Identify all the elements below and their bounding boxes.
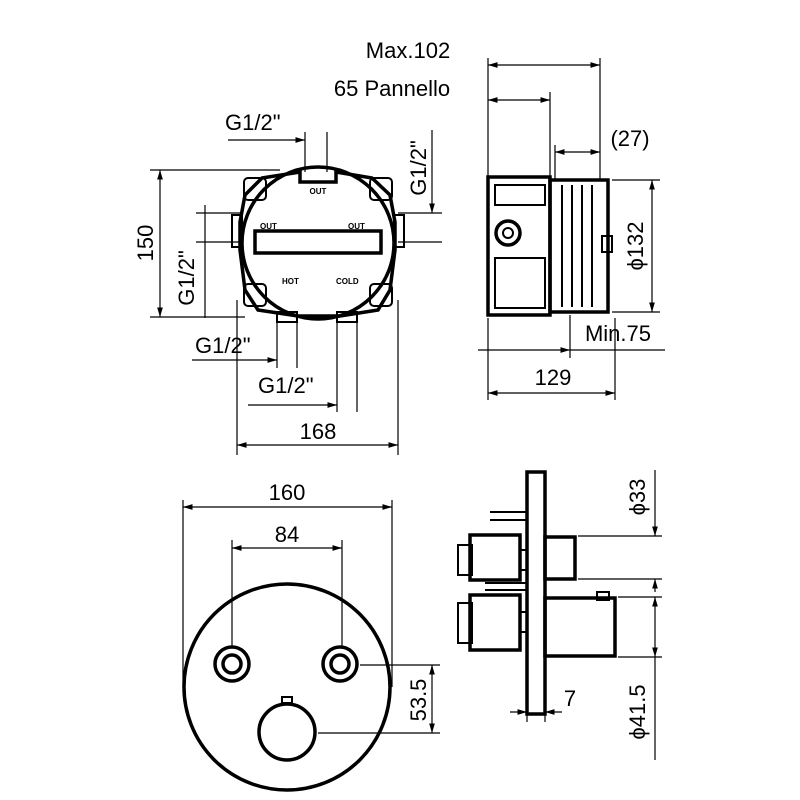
port-right-label: OUT bbox=[348, 222, 365, 231]
dim-160: 160 bbox=[269, 480, 306, 505]
port-hot-label: HOT bbox=[282, 277, 299, 286]
dim-150: 150 bbox=[133, 225, 158, 262]
front-plate-dimensions: 160 84 53.5 bbox=[182, 480, 440, 734]
port-left-label: OUT bbox=[260, 222, 277, 231]
dim-65-pannello: 65 Pannello bbox=[334, 76, 450, 101]
dim-dia-41-5: ϕ41.5 bbox=[625, 684, 650, 739]
dim-g-left: G1/2" bbox=[174, 250, 199, 306]
dim-53-5: 53.5 bbox=[406, 679, 431, 722]
dim-g-top: G1/2" bbox=[225, 110, 281, 135]
box-top-view: OUT OUT OUT HOT COLD bbox=[231, 165, 405, 323]
dim-g-bottom-1: G1/2" bbox=[195, 333, 251, 358]
dim-g-bottom-2: G1/2" bbox=[258, 373, 314, 398]
dim-dia-33: ϕ33 bbox=[625, 479, 650, 516]
dim-7: 7 bbox=[564, 686, 576, 711]
side-view-dimensions: Max.102 65 Pannello (27) ϕ132 Min.75 129 bbox=[334, 38, 665, 400]
port-cold-label: COLD bbox=[336, 277, 359, 286]
front-plate bbox=[182, 582, 392, 792]
dim-dia-132: ϕ132 bbox=[623, 221, 648, 270]
top-view-dimensions: 150 G1/2" G1/2" G1/2" G1/2" G1/2" 168 bbox=[133, 110, 442, 455]
dim-84: 84 bbox=[275, 522, 299, 547]
dim-max-102: Max.102 bbox=[366, 38, 450, 63]
dim-g-right: G1/2" bbox=[406, 140, 431, 196]
dim-min-75: Min.75 bbox=[585, 321, 651, 346]
plate-side-view bbox=[457, 470, 617, 716]
box-side-view bbox=[486, 175, 613, 317]
plate-side-dimensions: ϕ33 ϕ41.5 7 bbox=[510, 470, 662, 760]
port-top-label: OUT bbox=[310, 187, 327, 196]
dim-129: 129 bbox=[535, 365, 572, 390]
dim-168: 168 bbox=[300, 419, 337, 444]
dim-27: (27) bbox=[610, 126, 649, 151]
